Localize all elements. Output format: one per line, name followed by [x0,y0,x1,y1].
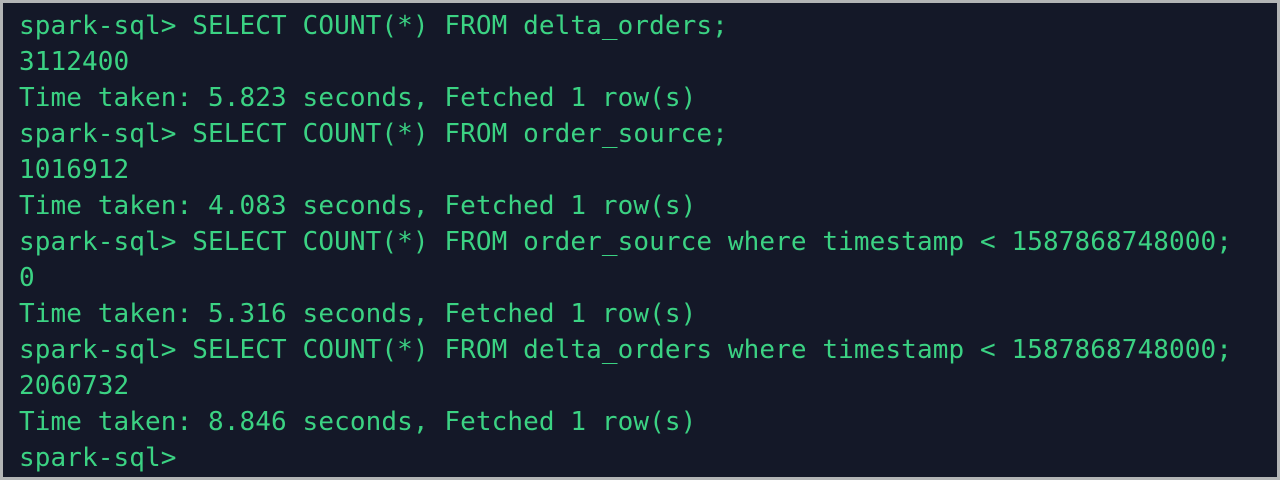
query-result: 1016912 [19,155,130,185]
command-line: spark-sql> SELECT COUNT(*) FROM order_so… [19,119,728,149]
shell-prompt[interactable]: spark-sql> [19,443,177,473]
time-taken-status: Time taken: 4.083 seconds, Fetched 1 row… [19,191,697,221]
query-result: 2060732 [19,371,130,401]
query-result: 3112400 [19,47,130,77]
command-line: spark-sql> SELECT COUNT(*) FROM delta_or… [19,335,1233,365]
time-taken-status: Time taken: 5.823 seconds, Fetched 1 row… [19,83,697,113]
command-line: spark-sql> SELECT COUNT(*) FROM delta_or… [19,11,728,41]
time-taken-status: Time taken: 5.316 seconds, Fetched 1 row… [19,299,697,329]
command-line: spark-sql> SELECT COUNT(*) FROM order_so… [19,227,1233,257]
query-result: 0 [19,263,35,293]
time-taken-status: Time taken: 8.846 seconds, Fetched 1 row… [19,407,697,437]
